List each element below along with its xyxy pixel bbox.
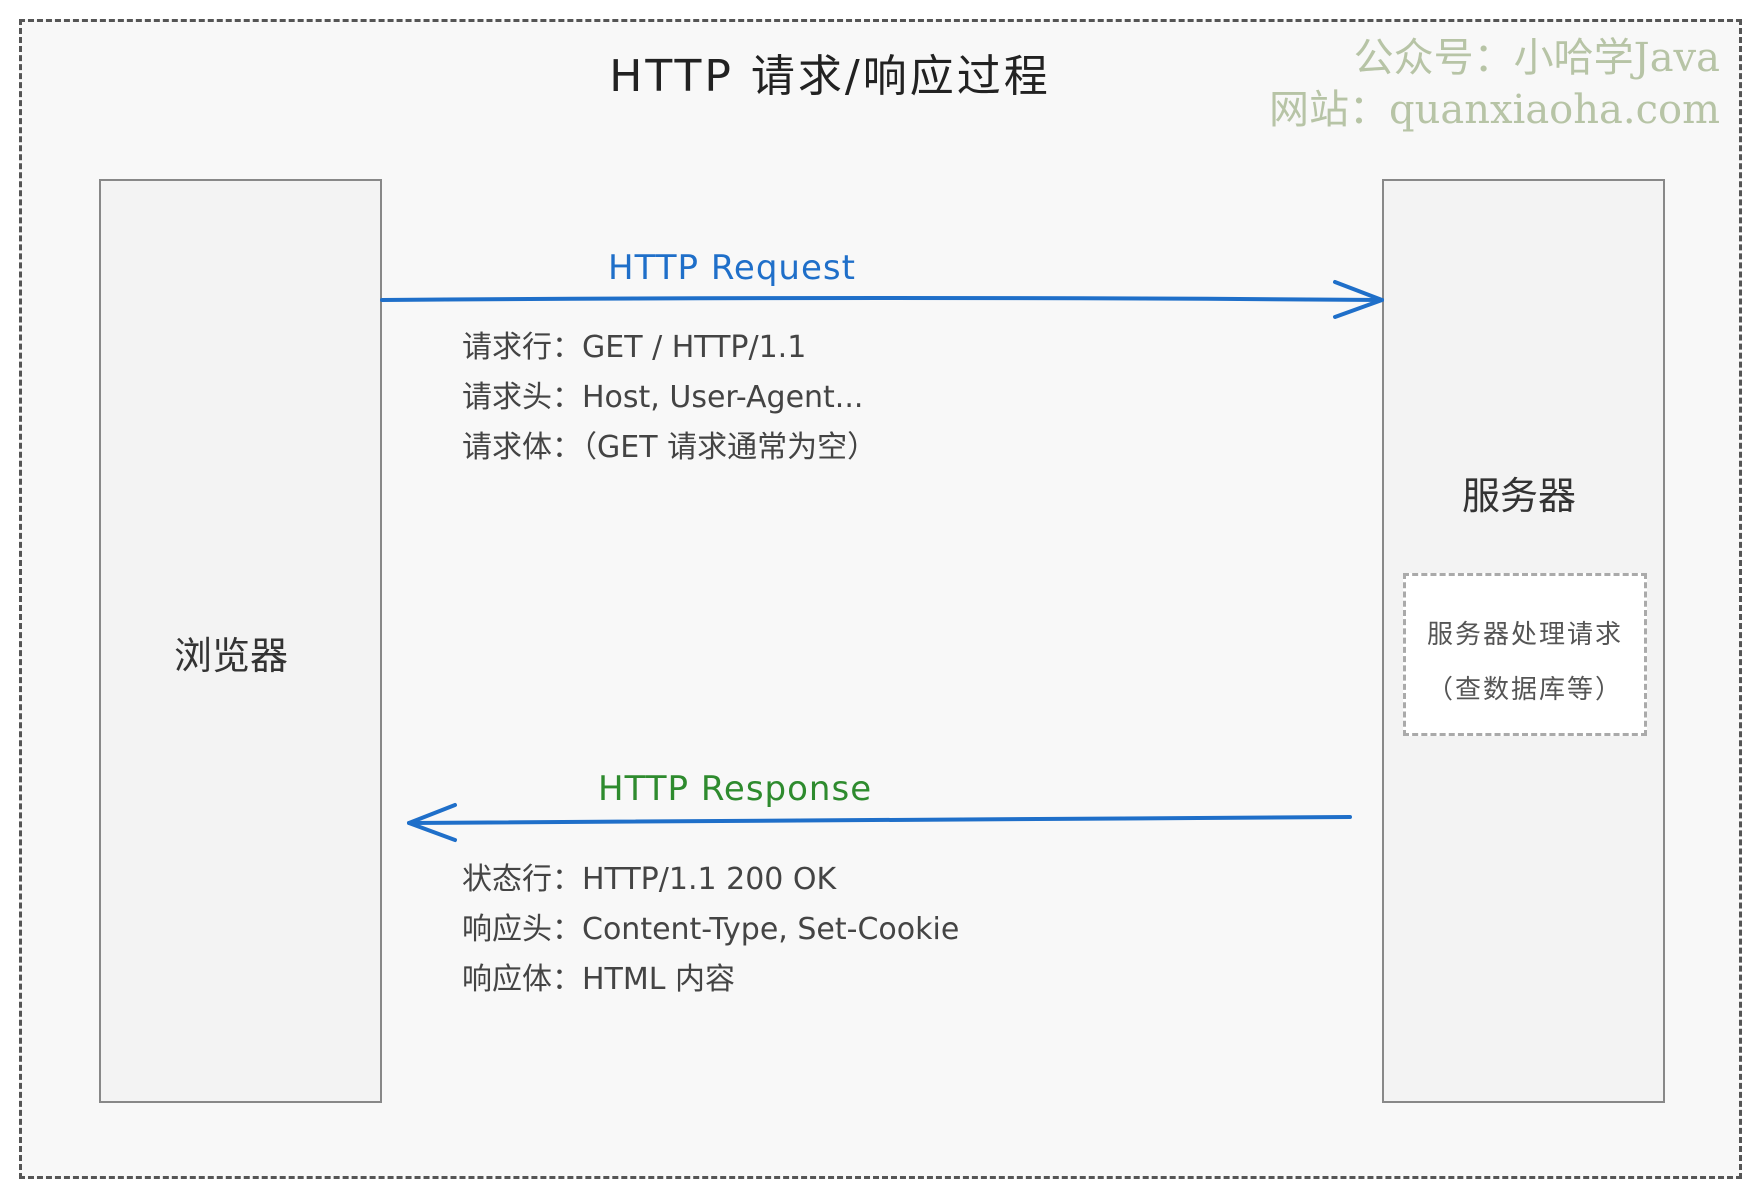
browser-label: 浏览器 (174, 634, 289, 678)
request-label: HTTP Request (608, 248, 856, 288)
request-details: 请求行：GET / HTTP/1.1 请求头：Host, User-Agent.… (462, 323, 877, 473)
watermark-line1: 公众号：小哈学Java (1353, 35, 1720, 81)
response-details: 状态行：HTTP/1.1 200 OK 响应头：Content-Type, Se… (462, 855, 959, 1005)
response-arrow (407, 803, 1352, 842)
server-process-box: 服务器处理请求 （查数据库等） (1403, 573, 1647, 736)
process-line2: （查数据库等） (1426, 675, 1623, 705)
response-label: HTTP Response (598, 769, 873, 809)
server-label: 服务器 (1462, 474, 1577, 518)
request-body: 请求体：（GET 请求通常为空） (462, 430, 878, 465)
request-line: 请求行：GET / HTTP/1.1 (462, 330, 807, 365)
request-headers: 请求头：Host, User-Agent... (462, 380, 864, 415)
watermark: 公众号：小哈学Java 网站：quanxiaoha.com (1269, 32, 1720, 136)
status-line: 状态行：HTTP/1.1 200 OK (462, 862, 837, 897)
response-headers: 响应头：Content-Type, Set-Cookie (462, 912, 960, 947)
request-arrow (380, 280, 1384, 319)
diagram-title: HTTP 请求/响应过程 (609, 51, 1051, 102)
process-line1: 服务器处理请求 (1426, 620, 1623, 650)
watermark-line2: 网站：quanxiaoha.com (1269, 87, 1720, 133)
browser-box (99, 179, 382, 1103)
response-body: 响应体：HTML 内容 (462, 962, 736, 997)
